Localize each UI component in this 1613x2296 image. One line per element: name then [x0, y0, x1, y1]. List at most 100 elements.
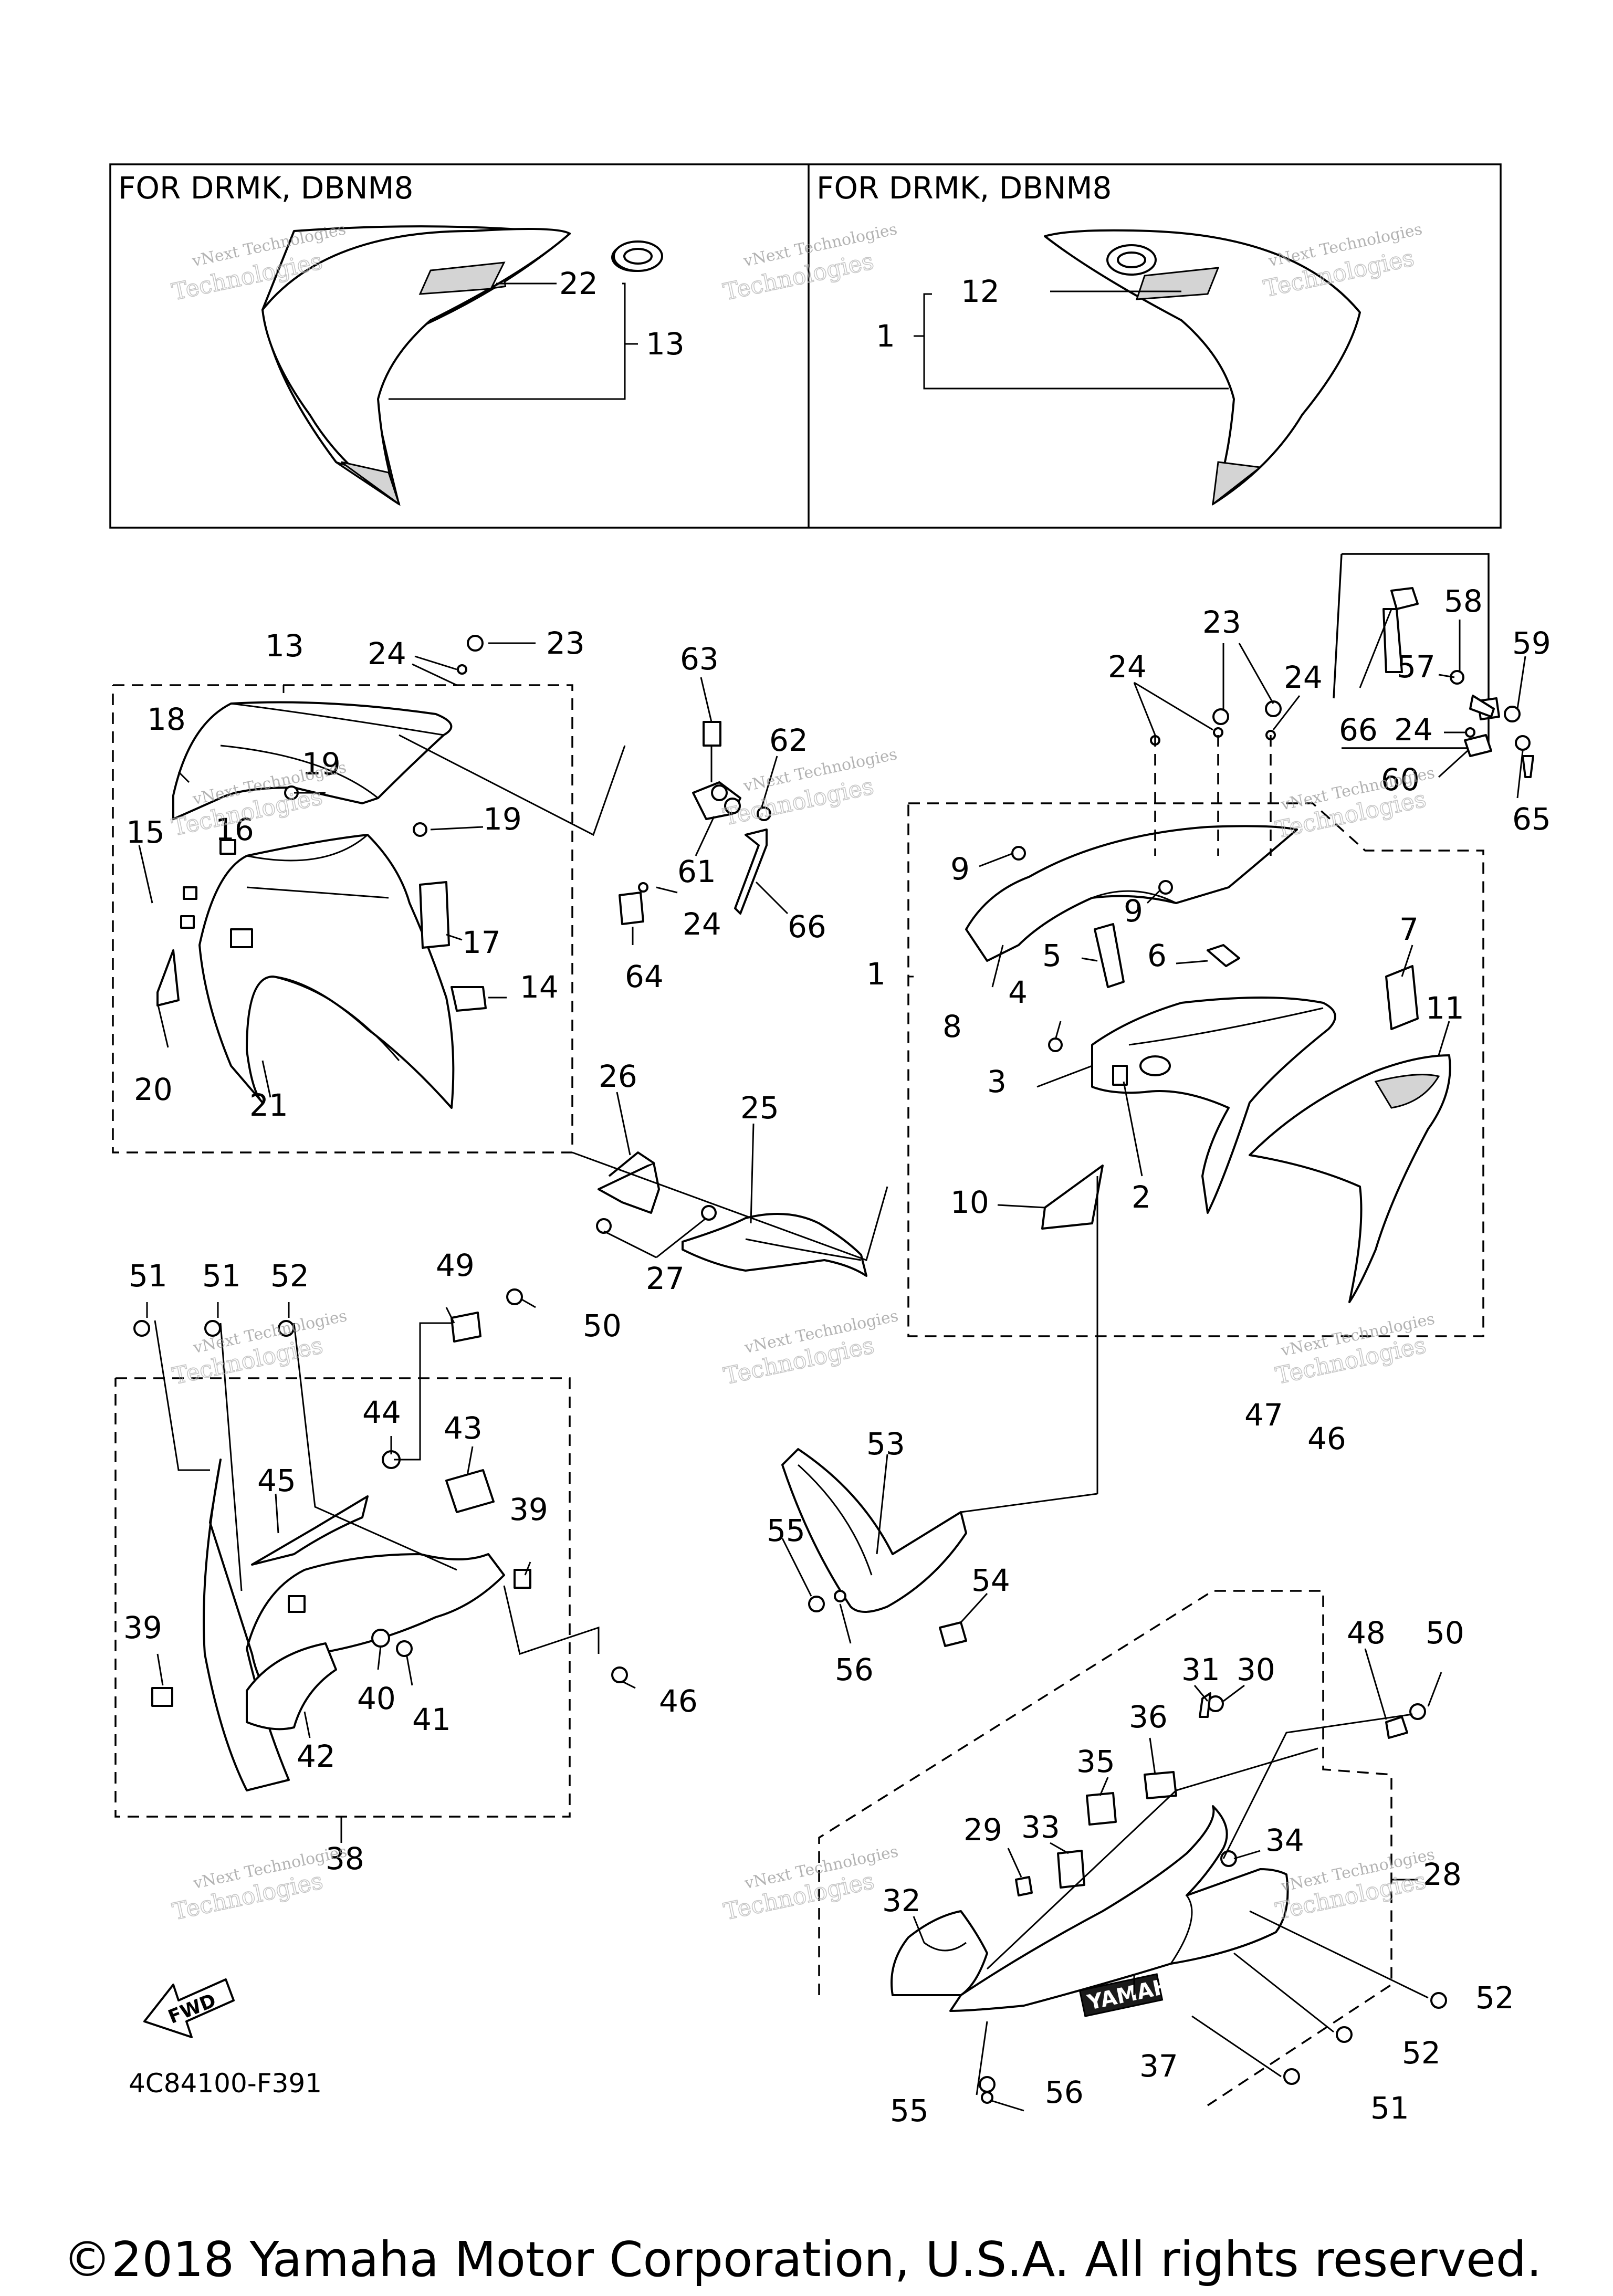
callout-51-b: 51 — [202, 1258, 241, 1294]
left-cowling-leaders — [138, 663, 626, 1098]
upper-bracket-assembly — [1333, 553, 1534, 778]
variant-header-panel: FOR DRMK, DBNM8 FOR DRMK, DBNM8 — [109, 163, 1502, 529]
callout-18: 18 — [147, 701, 186, 737]
callout-23-left: 23 — [546, 625, 585, 661]
callout-51-a: 51 — [129, 1258, 167, 1294]
callout-17: 17 — [462, 925, 501, 960]
callout-29: 29 — [963, 1812, 1002, 1848]
callout-31: 31 — [1181, 1652, 1220, 1687]
callout-55-lower: 55 — [890, 2093, 929, 2129]
callout-62: 62 — [769, 722, 808, 758]
forward-direction-arrow: FWD — [143, 1978, 235, 2038]
callout-43: 43 — [444, 1410, 483, 1446]
callout-9-left: 9 — [950, 851, 970, 887]
inner-panel-leaders — [572, 1092, 888, 1261]
copyright-notice: ©2018 Yamaha Motor Corporation, U.S.A. A… — [63, 2231, 1542, 2288]
callout-11: 11 — [1426, 990, 1464, 1026]
callout-57: 57 — [1397, 649, 1436, 685]
center-lower-bracket-leaders — [781, 1454, 1098, 1644]
callout-28: 28 — [1423, 1857, 1462, 1892]
front-lower-cowl-assembly — [114, 1312, 571, 1818]
center-bracket-leaders — [632, 677, 789, 945]
callout-47: 47 — [1244, 1397, 1283, 1433]
callout-2: 2 — [1132, 1179, 1151, 1215]
callout-9-right: 9 — [1124, 893, 1143, 929]
callout-52-c: 52 — [1402, 2035, 1441, 2071]
callout-49: 49 — [436, 1247, 475, 1283]
callout-41: 41 — [412, 1702, 451, 1737]
callout-56-upper: 56 — [835, 1652, 874, 1687]
callout-24-center: 24 — [683, 906, 721, 942]
callout-13-header: 13 — [646, 326, 685, 362]
callout-63: 63 — [680, 641, 719, 677]
callout-53: 53 — [866, 1426, 905, 1462]
lower-cowl-leaders — [913, 1648, 1442, 2112]
callout-61: 61 — [677, 854, 716, 889]
center-lower-bracket — [781, 1448, 967, 1647]
callout-59: 59 — [1512, 625, 1551, 661]
callout-50-right: 50 — [1426, 1615, 1464, 1651]
callout-38: 38 — [326, 1841, 364, 1876]
callout-58: 58 — [1444, 583, 1483, 619]
callout-37: 37 — [1139, 2048, 1178, 2084]
upper-bracket-leaders — [1359, 609, 1526, 799]
callout-1: 1 — [866, 956, 886, 992]
callout-13: 13 — [265, 628, 304, 664]
callout-24-right-b: 24 — [1284, 659, 1323, 695]
callout-19-lower: 19 — [483, 801, 522, 837]
callout-52-a: 52 — [270, 1258, 309, 1294]
callout-44: 44 — [362, 1395, 401, 1430]
callout-5: 5 — [1042, 938, 1062, 973]
left-fastener-group — [414, 635, 536, 675]
variant-header-left: FOR DRMK, DBNM8 — [118, 170, 413, 206]
left-cowling-assembly — [112, 684, 573, 1154]
callout-42: 42 — [297, 1738, 336, 1774]
callout-15: 15 — [126, 814, 165, 850]
callout-34: 34 — [1265, 1822, 1304, 1858]
variant-header-right: FOR DRMK, DBNM8 — [816, 170, 1112, 206]
callout-3: 3 — [987, 1064, 1007, 1099]
callout-64: 64 — [625, 959, 664, 994]
callout-39-right: 39 — [509, 1492, 548, 1527]
callout-39-left: 39 — [123, 1610, 162, 1645]
callout-20: 20 — [134, 1072, 173, 1107]
callout-36: 36 — [1129, 1699, 1168, 1735]
callout-22: 22 — [559, 266, 598, 301]
callout-66-center: 66 — [788, 909, 826, 945]
callout-66-right: 66 — [1339, 712, 1378, 748]
variant-cowling-left-outline — [261, 228, 663, 506]
callout-54: 54 — [971, 1563, 1010, 1598]
callout-46-left: 46 — [659, 1683, 698, 1719]
callout-52-b: 52 — [1475, 1980, 1514, 2016]
callout-48: 48 — [1347, 1615, 1386, 1651]
callout-labels: 22 13 12 1 13 24 23 18 19 19 15 16 17 14… — [123, 266, 1551, 2129]
callout-50-left: 50 — [583, 1308, 622, 1344]
callout-33: 33 — [1021, 1809, 1060, 1845]
callout-27: 27 — [646, 1261, 685, 1296]
callout-1-header: 1 — [876, 318, 895, 354]
callout-35: 35 — [1076, 1744, 1115, 1779]
callout-30: 30 — [1237, 1652, 1275, 1687]
callout-14: 14 — [520, 969, 559, 1005]
callout-65: 65 — [1512, 801, 1551, 837]
callout-55-upper: 55 — [767, 1513, 805, 1548]
callout-51-c: 51 — [1370, 2090, 1409, 2126]
callout-24-right-c: 24 — [1394, 712, 1433, 748]
callout-24-left: 24 — [368, 636, 406, 672]
callout-24-right-a: 24 — [1108, 649, 1147, 685]
front-lower-cowl-leaders — [133, 1288, 636, 1843]
callout-25: 25 — [740, 1090, 779, 1126]
callout-6: 6 — [1147, 938, 1167, 973]
center-bracket-assembly — [619, 721, 771, 925]
callout-10: 10 — [950, 1184, 989, 1220]
callout-45: 45 — [257, 1463, 296, 1498]
lower-cowl-assembly: YAMAHA — [818, 1590, 1447, 2106]
callout-32: 32 — [882, 1883, 921, 1918]
callout-12: 12 — [961, 274, 1000, 309]
callout-4: 4 — [1008, 974, 1028, 1010]
inner-panel-assembly — [596, 1151, 867, 1277]
callout-60: 60 — [1381, 762, 1420, 798]
header-leaders — [389, 282, 1229, 400]
callout-8: 8 — [942, 1009, 962, 1044]
